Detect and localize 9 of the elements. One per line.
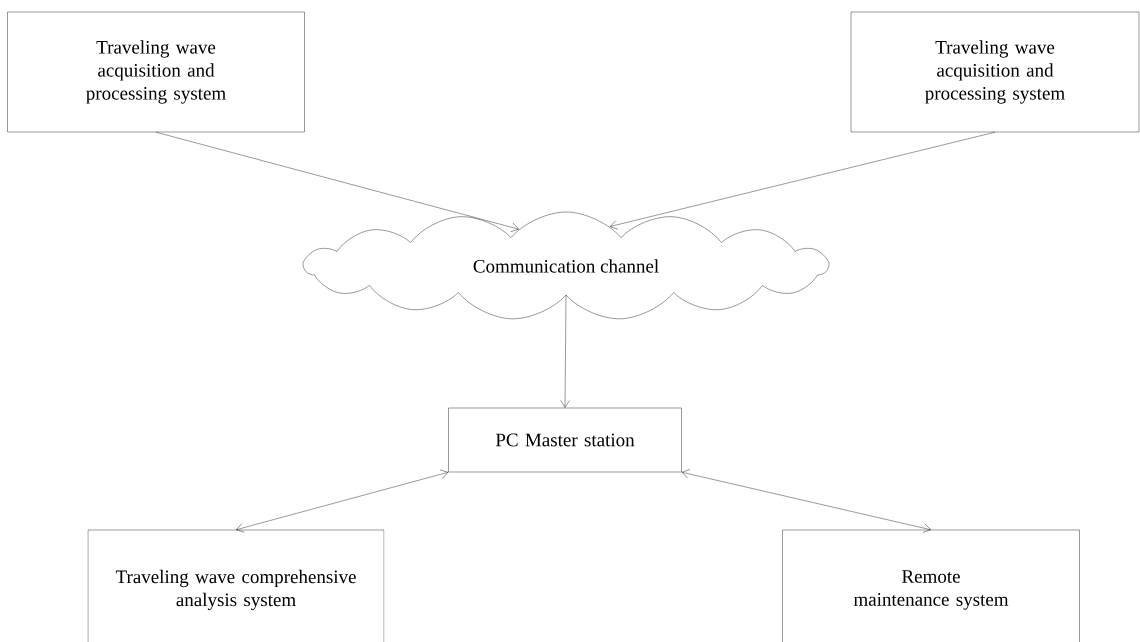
process-box: Traveling wave acquisition and processing system: [7, 11, 305, 133]
process-box: Remote maintenance system: [782, 529, 1080, 642]
process-box: Traveling wave acquisition and processing system: [850, 11, 1140, 133]
process-box: PC Master station: [448, 407, 682, 473]
arrow: [681, 469, 931, 533]
arrow: [236, 469, 449, 533]
process-box: Traveling wave comprehensive analysis system: [87, 529, 385, 642]
arrow: [155, 132, 519, 232]
arrow: [609, 132, 996, 230]
